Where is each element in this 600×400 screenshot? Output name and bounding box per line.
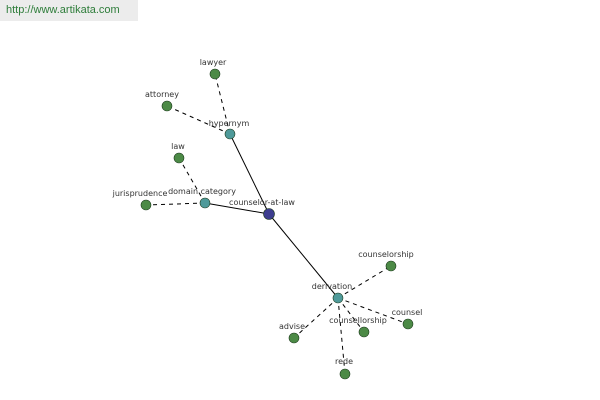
- node-counselorship-2[interactable]: counsellorship: [329, 316, 387, 338]
- edge-hypernym-to-lawyer: [214, 73, 231, 135]
- edge-counselor-at-law-to-hypernym: [229, 133, 270, 215]
- node-marker-counselor-at-law[interactable]: [263, 208, 275, 220]
- node-label-attorney[interactable]: attorney: [145, 90, 179, 99]
- node-marker-domain-category[interactable]: [199, 197, 211, 209]
- node-label-counselorship[interactable]: counselorship: [358, 250, 413, 259]
- url-link[interactable]: http://www.artikata.com: [6, 4, 120, 16]
- node-marker-counselorship[interactable]: [385, 260, 397, 272]
- node-label-law[interactable]: law: [171, 142, 185, 151]
- edge-domain-category-to-law: [178, 157, 206, 204]
- node-marker-hypernym[interactable]: [224, 128, 236, 140]
- node-label-derivation[interactable]: derivation: [312, 282, 352, 291]
- node-label-lawyer[interactable]: lawyer: [200, 58, 227, 67]
- edge-hypernym-to-attorney: [166, 105, 231, 135]
- graph-edges: [145, 73, 409, 375]
- node-label-counselor-at-law[interactable]: counselor-at-law: [229, 198, 295, 207]
- node-counselor-at-law[interactable]: counselor-at-law: [229, 198, 295, 220]
- edge-derivation-to-counselorship: [337, 265, 392, 299]
- edge-derivation-to-advise: [293, 297, 339, 339]
- node-derivation[interactable]: derivation: [312, 282, 352, 304]
- node-counsel[interactable]: counsel: [392, 308, 423, 330]
- node-advise[interactable]: advise: [279, 322, 305, 344]
- graph-nodes: counselor-at-law hypernym domain category d…: [112, 58, 423, 380]
- node-domain-category[interactable]: domain category: [168, 187, 236, 209]
- node-label-advise[interactable]: advise: [279, 322, 305, 331]
- node-label-rede[interactable]: rede: [335, 357, 353, 366]
- node-marker-advise[interactable]: [288, 332, 300, 344]
- node-jurisprudence[interactable]: jurisprudence: [112, 189, 168, 211]
- node-lawyer[interactable]: lawyer: [200, 58, 227, 80]
- node-marker-rede[interactable]: [339, 368, 351, 380]
- node-hypernym[interactable]: hypernym: [209, 119, 250, 140]
- node-label-jurisprudence[interactable]: jurisprudence: [112, 189, 168, 198]
- node-marker-counsel[interactable]: [402, 318, 414, 330]
- node-label-counsel[interactable]: counsel: [392, 308, 423, 317]
- node-label-counselorship-2[interactable]: counsellorship: [329, 316, 387, 325]
- node-label-hypernym[interactable]: hypernym: [209, 119, 250, 128]
- edge-derivation-to-counselorship-2: [337, 297, 365, 333]
- url-banner: http://www.artikata.com: [0, 0, 138, 21]
- edge-domain-category-to-jurisprudence: [145, 202, 206, 206]
- node-attorney[interactable]: attorney: [145, 90, 179, 112]
- node-counselorship[interactable]: counselorship: [358, 250, 414, 272]
- node-marker-jurisprudence[interactable]: [140, 199, 152, 211]
- node-marker-law[interactable]: [173, 152, 185, 164]
- node-marker-attorney[interactable]: [161, 100, 173, 112]
- node-rede[interactable]: rede: [335, 357, 353, 380]
- node-marker-derivation[interactable]: [332, 292, 344, 304]
- edge-counselor-at-law-to-domain-category: [204, 202, 270, 215]
- node-law[interactable]: law: [171, 142, 185, 164]
- node-marker-lawyer[interactable]: [209, 68, 221, 80]
- edge-counselor-at-law-to-derivation: [268, 213, 339, 299]
- node-marker-counselorship-2[interactable]: [358, 326, 370, 338]
- node-label-domain-category[interactable]: domain category: [168, 187, 236, 196]
